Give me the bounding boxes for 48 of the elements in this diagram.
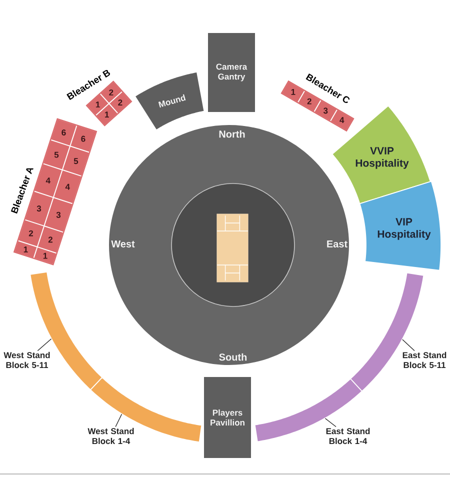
node-label: 3 [36,206,42,212]
leader-line [37,338,52,352]
node-label: 6 [81,136,86,142]
stand-label: East Stand Block 5-11 [402,352,446,368]
seat-block: 2 [298,91,320,112]
direction-label: South [219,353,247,361]
node-label: 2 [28,230,34,236]
stand-label: East Stand Block 1-4 [326,428,370,444]
seat-block: 6 [51,119,76,146]
node-label: 1 [96,102,100,108]
node-label: 1 [43,252,48,259]
seat-block: 6 [70,126,96,152]
pitch [216,214,248,282]
seat-block: 1 [14,241,37,258]
node-label: 2 [118,100,122,106]
node-label: 2 [109,89,114,96]
leader-line [115,414,122,428]
node-label: 5 [54,152,59,158]
direction-label: East [327,240,348,248]
seat-block: 4 [54,170,82,204]
stand-label: West Stand Block 5-11 [4,352,50,368]
node-label: 4 [65,184,70,190]
seat-block: 3 [314,100,337,121]
stand-label: West Stand Block 1-4 [88,428,134,444]
section-box: Players Pavillion [204,377,251,458]
leader-line [402,339,415,352]
node-label: 5 [74,158,78,164]
leader-line [324,418,336,428]
node-label: 2 [48,236,52,243]
seat-block: 2 [38,226,63,253]
direction-label: West [111,240,135,248]
node-label: 1 [24,246,28,252]
seat-block: 5 [44,140,70,170]
node-label: 6 [62,129,66,136]
node-label: 3 [56,212,61,218]
stand-segment [350,272,424,392]
seat-block: 1 [34,248,56,264]
node-label: 4 [46,178,50,184]
seat-block: 1 [282,82,304,102]
node-label: 1 [105,112,109,118]
direction-label: North [219,130,245,138]
seat-block: 5 [63,146,89,176]
seat-block: 3 [25,192,53,226]
seat-block: 4 [330,110,353,130]
seat-block: 4 [34,164,62,197]
section-box: Camera Gantry [208,33,255,112]
seat-block: 3 [44,198,72,232]
seat-block: 2 [18,220,44,246]
